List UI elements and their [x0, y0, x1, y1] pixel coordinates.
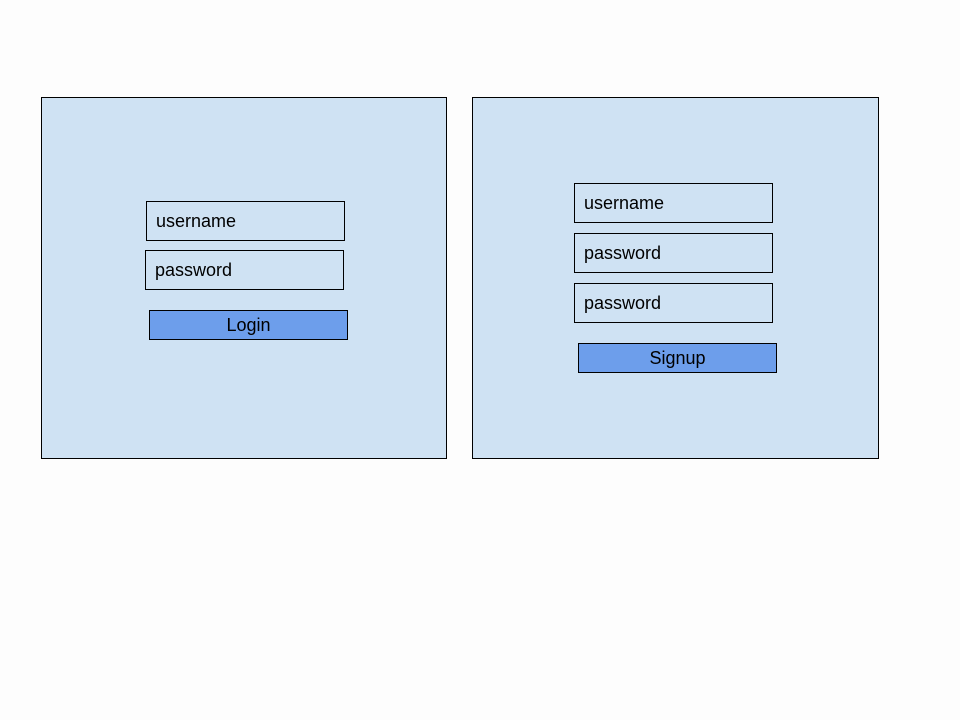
signup-button[interactable]: Signup — [578, 343, 777, 373]
login-password-field[interactable]: password — [145, 250, 344, 290]
signup-password-field[interactable]: password — [574, 233, 773, 273]
login-username-field[interactable]: username — [146, 201, 345, 241]
login-form-panel: username password Login — [41, 97, 447, 459]
signup-confirm-password-field[interactable]: password — [574, 283, 773, 323]
signup-username-field[interactable]: username — [574, 183, 773, 223]
signup-form-panel: username password password Signup — [472, 97, 879, 459]
login-button[interactable]: Login — [149, 310, 348, 340]
